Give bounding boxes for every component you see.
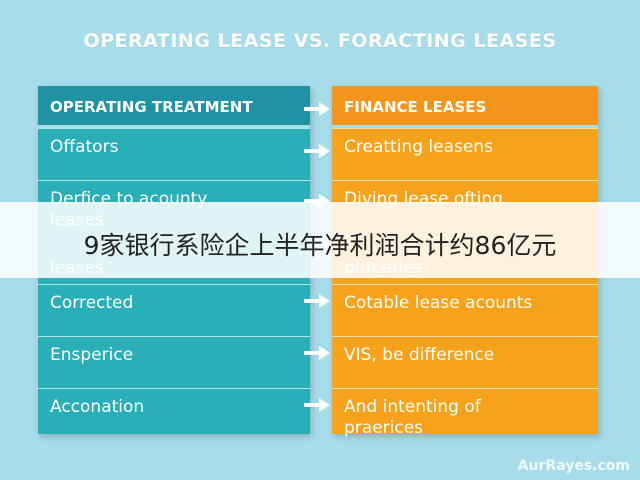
right-arrow-icon (304, 144, 330, 158)
right-row-1-line1: Creatting leasens (344, 137, 493, 157)
overlay-caption: 9家银行系险企上半年净利润合计约86亿元 (83, 231, 557, 260)
right-row-6-line2: praerices (344, 418, 424, 438)
right-row-6-line1: And intenting of (344, 397, 481, 417)
left-row-4: Corrected (38, 284, 310, 336)
left-row-1-line1: Offators (50, 137, 119, 157)
right-row-5-line1: VIS, be difference (344, 345, 495, 365)
right-row-1: Creatting leasens (332, 128, 598, 180)
right-row-5: VIS, be difference (332, 336, 598, 388)
left-row-5-line1: Ensperice (50, 345, 134, 365)
right-arrow-icon (304, 294, 330, 308)
right-arrow-icon (304, 346, 330, 360)
right-arrow-icon (304, 102, 330, 116)
operating-treatment-header: OPERATING TREATMENT (38, 86, 310, 128)
right-row-4: Cotable lease acounts (332, 284, 598, 336)
watermark: AurRayes.com (517, 458, 630, 474)
left-row-4-line1: Corrected (50, 293, 134, 313)
caption-band (0, 202, 640, 278)
left-row-1: Offators (38, 128, 310, 180)
right-arrow-icon (304, 398, 330, 412)
left-row-5: Ensperice (38, 336, 310, 388)
right-row-6: And intenting of praerices (332, 388, 598, 438)
page-title: OPERATING LEASE VS. FORACTING LEASES (83, 30, 557, 52)
left-row-6-line1: Acconation (50, 397, 145, 417)
finance-leases-header: FINANCE LEASES (332, 86, 598, 128)
left-row-6: Acconation (38, 388, 310, 434)
right-row-4-line1: Cotable lease acounts (344, 293, 533, 313)
